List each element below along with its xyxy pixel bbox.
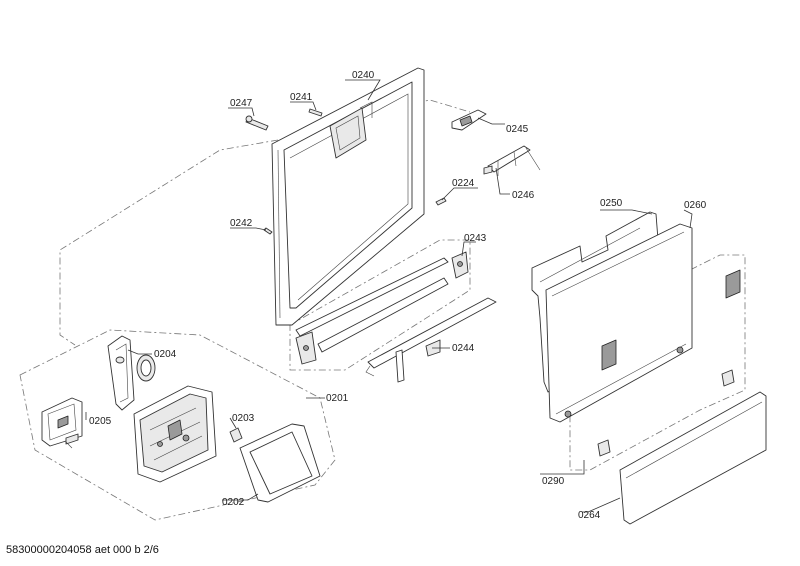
label-0241: 0241: [290, 92, 313, 103]
label-0264: 0264: [578, 510, 601, 521]
label-0245: 0245: [506, 124, 529, 135]
main-unit-part-0201: [133, 385, 217, 483]
label-0205: 0205: [89, 416, 112, 427]
label-0242: 0242: [230, 218, 253, 229]
screw-0241: [308, 108, 323, 117]
label-0240: 0240: [352, 70, 375, 81]
rail-part-0244: [365, 297, 497, 383]
fastener-set-0290: [597, 269, 741, 457]
label-0260: 0260: [684, 200, 707, 211]
rail-part-0243: [295, 251, 469, 365]
leader-lines: [85, 79, 693, 513]
rail-group-outline: [289, 239, 471, 371]
label-0290: 0290: [542, 476, 565, 487]
module-part-0205: [41, 397, 83, 449]
label-0246: 0246: [512, 190, 535, 201]
label-0247: 0247: [230, 98, 253, 109]
document-footer-code: 58300000204058 aet 000 b 2/6: [6, 544, 159, 556]
panel-group-outline: [569, 254, 746, 471]
gasket-part-0202: [239, 423, 321, 503]
label-0203: 0203: [232, 413, 255, 424]
label-0224: 0224: [452, 178, 475, 189]
bracket-0245: [451, 109, 487, 131]
label-0244: 0244: [452, 343, 475, 354]
label-0201: 0201: [326, 393, 349, 404]
door-frame-part: [271, 67, 425, 326]
plinth-strip-0264: [619, 391, 767, 525]
screw-0224: [435, 197, 447, 206]
label-0250: 0250: [600, 198, 623, 209]
screw-0247: [245, 115, 269, 131]
screw-0242: [263, 227, 273, 235]
bracket-0246: [483, 145, 541, 176]
front-panel-0260: [545, 223, 693, 423]
label-0243: 0243: [464, 233, 487, 244]
label-0202: 0202: [222, 497, 245, 508]
control-group-outline: [19, 329, 336, 521]
door-group-outline: [59, 139, 279, 346]
label-0204: 0204: [154, 349, 177, 360]
cover-part-0204: [107, 335, 156, 411]
knob-0203: [229, 427, 243, 443]
